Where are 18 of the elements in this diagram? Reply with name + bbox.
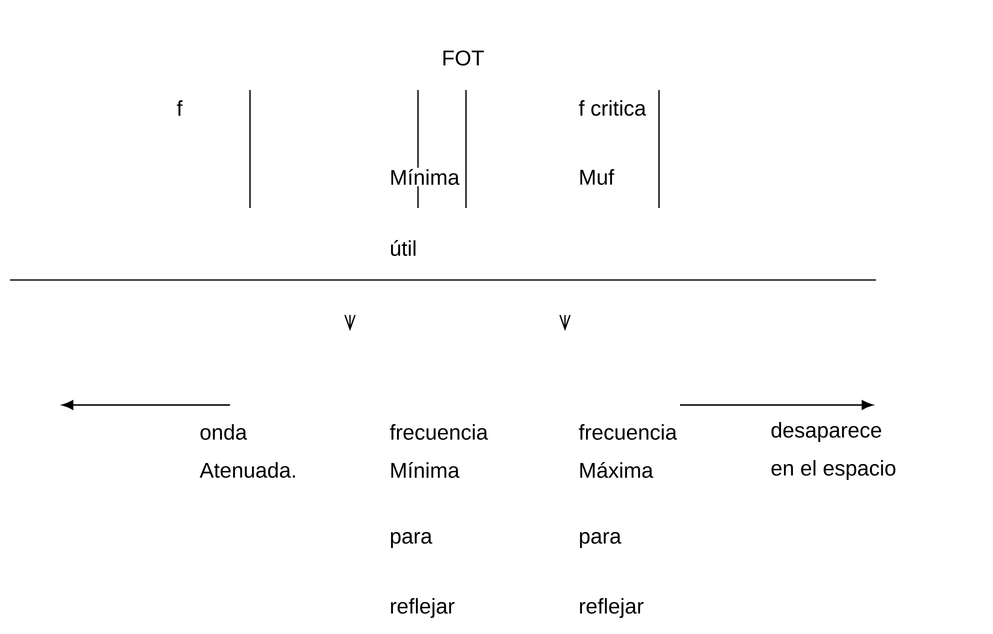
label: desaparece	[769, 420, 884, 444]
label: Muf	[577, 168, 616, 186]
label: Mínima	[388, 168, 461, 186]
label: Atenuada.	[198, 460, 298, 480]
label: útil	[388, 238, 418, 258]
label: para	[577, 530, 623, 550]
label: f	[175, 98, 184, 118]
label: onda	[198, 422, 248, 442]
label: FOT	[440, 49, 486, 67]
label: para	[388, 530, 434, 550]
label: frecuencia	[577, 422, 678, 442]
label: en el espacio	[769, 458, 898, 482]
label: frecuencia	[388, 422, 490, 442]
label: Mínima	[388, 460, 461, 480]
label: Máxima	[577, 460, 655, 480]
label: reflejar	[388, 596, 456, 620]
label: reflejar	[577, 596, 646, 620]
label: f critica	[577, 98, 648, 118]
